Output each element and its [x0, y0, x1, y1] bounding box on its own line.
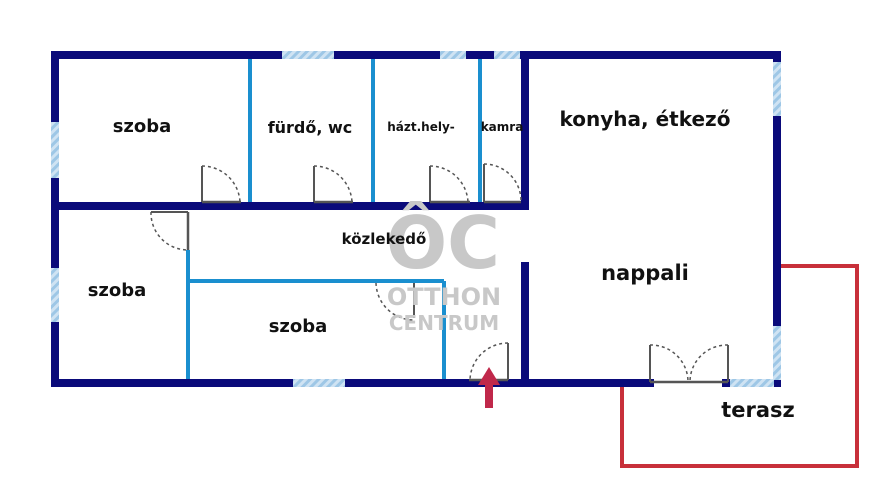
- room-label-szoba-top: szoba: [113, 116, 172, 137]
- watermark-line1: OTTHON: [387, 283, 501, 311]
- door-swing-icon: [483, 163, 522, 204]
- window: [773, 326, 781, 380]
- door-swing-icon: [429, 165, 470, 204]
- room-label-szoba-left: szoba: [88, 280, 147, 301]
- window: [51, 268, 59, 322]
- room-label-nappali: nappali: [601, 261, 689, 285]
- partition-walls: [186, 59, 482, 379]
- window: [51, 122, 59, 178]
- room-label-kamra: kamra: [481, 120, 524, 134]
- room-label-haztartasi: házt.hely-: [387, 120, 455, 134]
- room-label-szoba-mid: szoba: [269, 316, 328, 337]
- terrace-outline: [620, 264, 859, 468]
- room-label-kozlekedo: közlekedő: [342, 230, 427, 248]
- window: [282, 51, 334, 59]
- room-label-konyha: konyha, étkező: [560, 107, 731, 131]
- watermark-line2: CENTRUM: [389, 311, 499, 335]
- up-arrow-icon: [478, 367, 500, 408]
- window: [440, 51, 466, 59]
- door-swing-icon: [150, 211, 190, 251]
- watermark-logo: ÔC: [386, 201, 500, 285]
- door-swing-icon: [313, 165, 353, 204]
- watermark: ÔC OTTHON CENTRUM: [386, 201, 501, 335]
- window: [494, 51, 520, 59]
- window: [293, 379, 345, 387]
- window: [773, 62, 781, 116]
- door-swing-icon: [375, 282, 415, 321]
- room-label-terasz: terasz: [721, 398, 795, 422]
- door-swing-icon: [649, 344, 729, 384]
- window: [730, 379, 774, 387]
- room-label-furdo: fürdő, wc: [268, 118, 353, 137]
- windows: [51, 51, 781, 387]
- door-swing-icon: [201, 165, 241, 204]
- doors: [150, 163, 729, 384]
